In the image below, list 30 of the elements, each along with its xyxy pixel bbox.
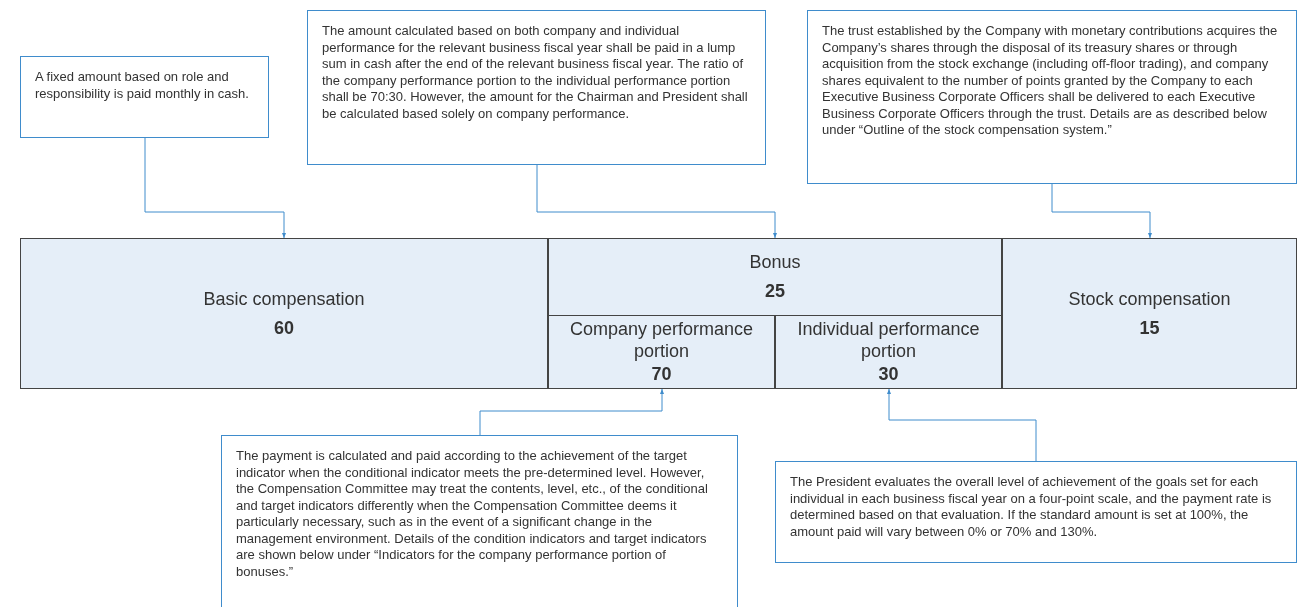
connector-arrow [479,388,664,436]
cell-value: 25 [764,280,785,303]
compensation-cell [548,315,775,389]
connector-arrow [536,164,777,239]
cell-title: Bonus [749,251,801,273]
compensation-cell [548,238,1002,389]
callout-text: The amount calculated based on both company and individual performance for the relevant business fiscal year shall be paid in a lump sum in cash after the end of the relevant business fiscal year. The ratio of the company performance portion to the individual performance portion shall be 70:30. However, the amount for the Chairman and President shall be calculated based solely on company performance. [322,23,749,122]
cell-value: 30 [878,363,899,386]
cell-value: 70 [651,363,672,386]
callout-box [807,10,1297,184]
callout-box [775,461,1297,563]
callout-text: The payment is calculated and paid according to the achievement of the target indicator when the conditional indicator meets the pre-determined level. However, the Compensation Committee may treat the contents, level, etc., of the conditional and target indicators differently when the Compensation Committee deems it particularly necessary, such as in the event of a significant change in the management environment. Details of the condition indicators and target indicators are shown below under “Indicators for the company performance portion of bonuses.” [236,448,709,580]
compensation-cell [775,315,1002,389]
callout-text: A fixed amount based on role and responsibility is paid monthly in cash. [35,69,250,102]
connector-arrow [887,388,1037,462]
cell-title: Company performance portion [568,318,755,362]
cell-title: Basic compensation [203,287,365,310]
compensation-cell [20,238,548,389]
callout-text: The trust established by the Company with monetary contributions acquires the Company’s shares through the disposal of its treasury shares or through acquisition from the stock exchange (including off-floor trading), and company shares equivalent to the number of points granted by the Company to each Executive Business Corporate Officers shall be delivered to each Executive Business Corporate Officers through the trust. Details are as described below under “Outline of the stock compensation system.” [822,23,1279,139]
callout-text: The President evaluates the overall level of achievement of the goals set for each individual in each business fiscal year on a four-point scale, and the payment rate is determined based on that evaluation. If the standard amount is set at 100%, the amount paid will vary between 0% or 70% and 130%. [790,474,1273,540]
connector-arrow [144,137,286,239]
connector-arrow [1051,183,1152,239]
callout-box [221,435,738,607]
callout-box [307,10,766,165]
cell-title: Stock compensation [1068,287,1231,310]
cell-value: 60 [274,316,294,340]
cell-value: 15 [1139,316,1160,340]
compensation-cell [1002,238,1297,389]
cell-title: Individual performance portion [796,318,981,362]
callout-box [20,56,269,138]
